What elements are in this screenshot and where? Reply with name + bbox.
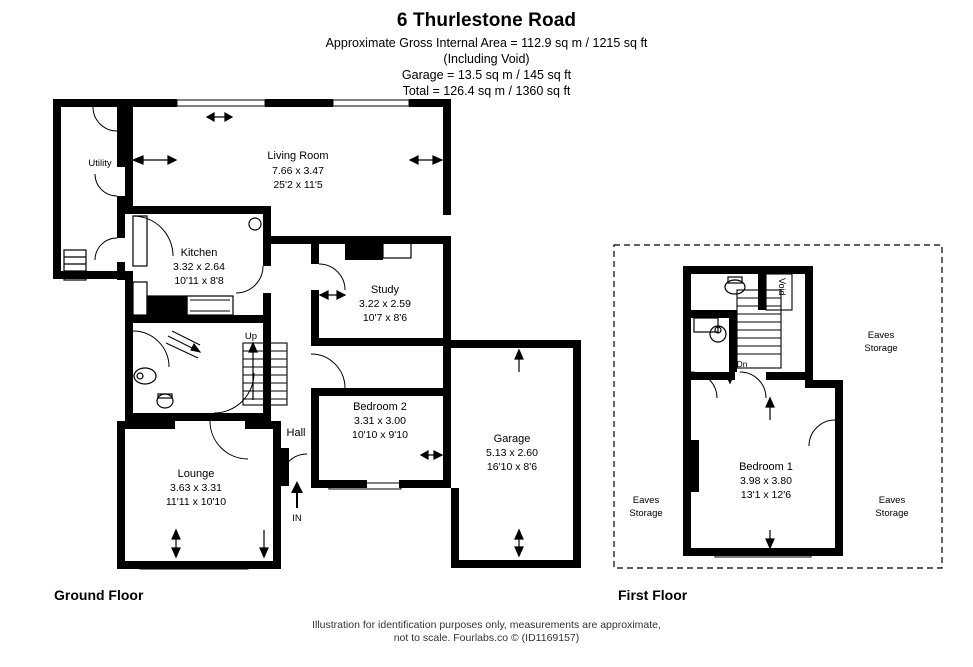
kitchen-units [132,215,262,316]
eaves-left-line-1: Eaves [633,495,660,506]
staircase-first [736,289,782,369]
entrance-arrow [291,481,303,508]
room-label-bedroom-2: Bedroom 2 [353,401,407,413]
room-dim-m-kitchen: 3.32 x 2.64 [173,261,225,273]
room-dim-m-garage: 5.13 x 2.60 [486,447,538,459]
utility-fixtures [63,249,87,281]
wall-seg-left [691,440,699,492]
dimension-arrows-first [765,396,775,550]
room-label-hall: Hall [287,427,306,439]
void-label: Void [777,278,787,296]
window-bedroom2 [328,482,402,490]
stairs-down-arrow [725,345,735,385]
first-floor-label: First Floor [618,587,688,603]
room-dim-ft-bedroom-1: 13'1 x 12'6 [741,489,791,501]
footer-line-2: not to scale. Fourlabs.co © (ID1169157) [393,632,580,644]
room-label-bedroom-1: Bedroom 1 [739,461,793,473]
room-label-garage: Garage [494,433,531,445]
stairs-up-label: Up [245,331,257,342]
kitchen-outline [113,214,313,331]
area-line-2: (Including Void) [443,52,530,66]
room-label-lounge: Lounge [178,468,215,480]
void-area: Void [765,273,793,311]
room-dim-m-study: 3.22 x 2.59 [359,298,411,310]
staircase-ground [242,342,288,406]
room-dim-ft-lounge: 11'11 x 10'10 [166,496,226,508]
area-line-4: Total = 126.4 sq m / 1360 sq ft [402,84,571,98]
room-dim-m-bedroom-1: 3.98 x 3.80 [740,475,792,487]
garage-outline [451,340,581,568]
wall-seg-right [835,404,843,424]
window-lounge [139,562,249,570]
eaves-left-line-2: Storage [629,508,662,519]
room-dim-m-lounge: 3.63 x 3.31 [170,482,222,494]
first-floor-outline [683,266,843,556]
eaves-right-top-line-2: Storage [864,343,897,354]
first-floor-plan: Dn Void [613,244,943,569]
window-garage [504,340,564,348]
footer-line-1: Illustration for identification purposes… [312,619,661,631]
eaves-right-bottom-line-1: Eaves [879,495,906,506]
dimension-arrows-living [131,111,444,165]
lounge-outline [117,421,281,569]
room-dim-ft-bedroom-2: 10'10 x 9'10 [352,429,408,441]
stairs-up-arrow [248,341,258,400]
eaves-right-top-line-1: Eaves [868,330,895,341]
hall-outline [125,323,271,421]
room-label-study: Study [371,284,400,296]
ground-floor-plan: Living Room 7.66 x 3.47 25'2 x 11'5 Util… [53,99,581,570]
area-line-3: Garage = 13.5 sq m / 145 sq ft [401,68,572,82]
study-fixture [382,239,412,259]
eaves-boundary [613,244,943,569]
entrance-label: IN [292,513,302,524]
room-label-utility: Utility [88,158,111,169]
study-outline [311,238,451,346]
dimension-arrows-lounge [171,528,269,559]
bathroom-fixtures [133,367,174,409]
kitchen-sink [190,299,230,312]
room-dim-ft-study: 10'7 x 8'6 [363,312,407,324]
room-label-kitchen: Kitchen [181,247,218,259]
eaves-right-bottom-line-2: Storage [875,508,908,519]
area-line-1: Approximate Gross Internal Area = 112.9 … [325,36,648,50]
page-title: 6 Thurlestone Road [396,10,577,31]
bathroom-fixtures-first [693,276,746,343]
dimension-arrows-study [318,290,347,300]
room-dim-ft-garage: 16'10 x 8'6 [487,461,537,473]
bedroom2-outline [311,346,451,488]
room-dim-ft-kitchen: 10'11 x 8'8 [174,275,224,287]
stairs-down-label: Dn [737,359,748,369]
dimension-arrows-garage [514,348,524,558]
room-dim-ft-living-room: 25'2 x 11'5 [273,179,323,191]
window-first-floor [714,550,812,558]
ground-floor-label: Ground Floor [54,587,144,603]
room-dim-m-bedroom-2: 3.31 x 3.00 [354,415,406,427]
hall-hatch [165,330,202,359]
room-dim-m-living-room: 7.66 x 3.47 [272,165,324,177]
room-label-living-room: Living Room [267,150,328,162]
dimension-arrows-bedroom2 [419,449,444,461]
windows-living-room [176,99,410,107]
